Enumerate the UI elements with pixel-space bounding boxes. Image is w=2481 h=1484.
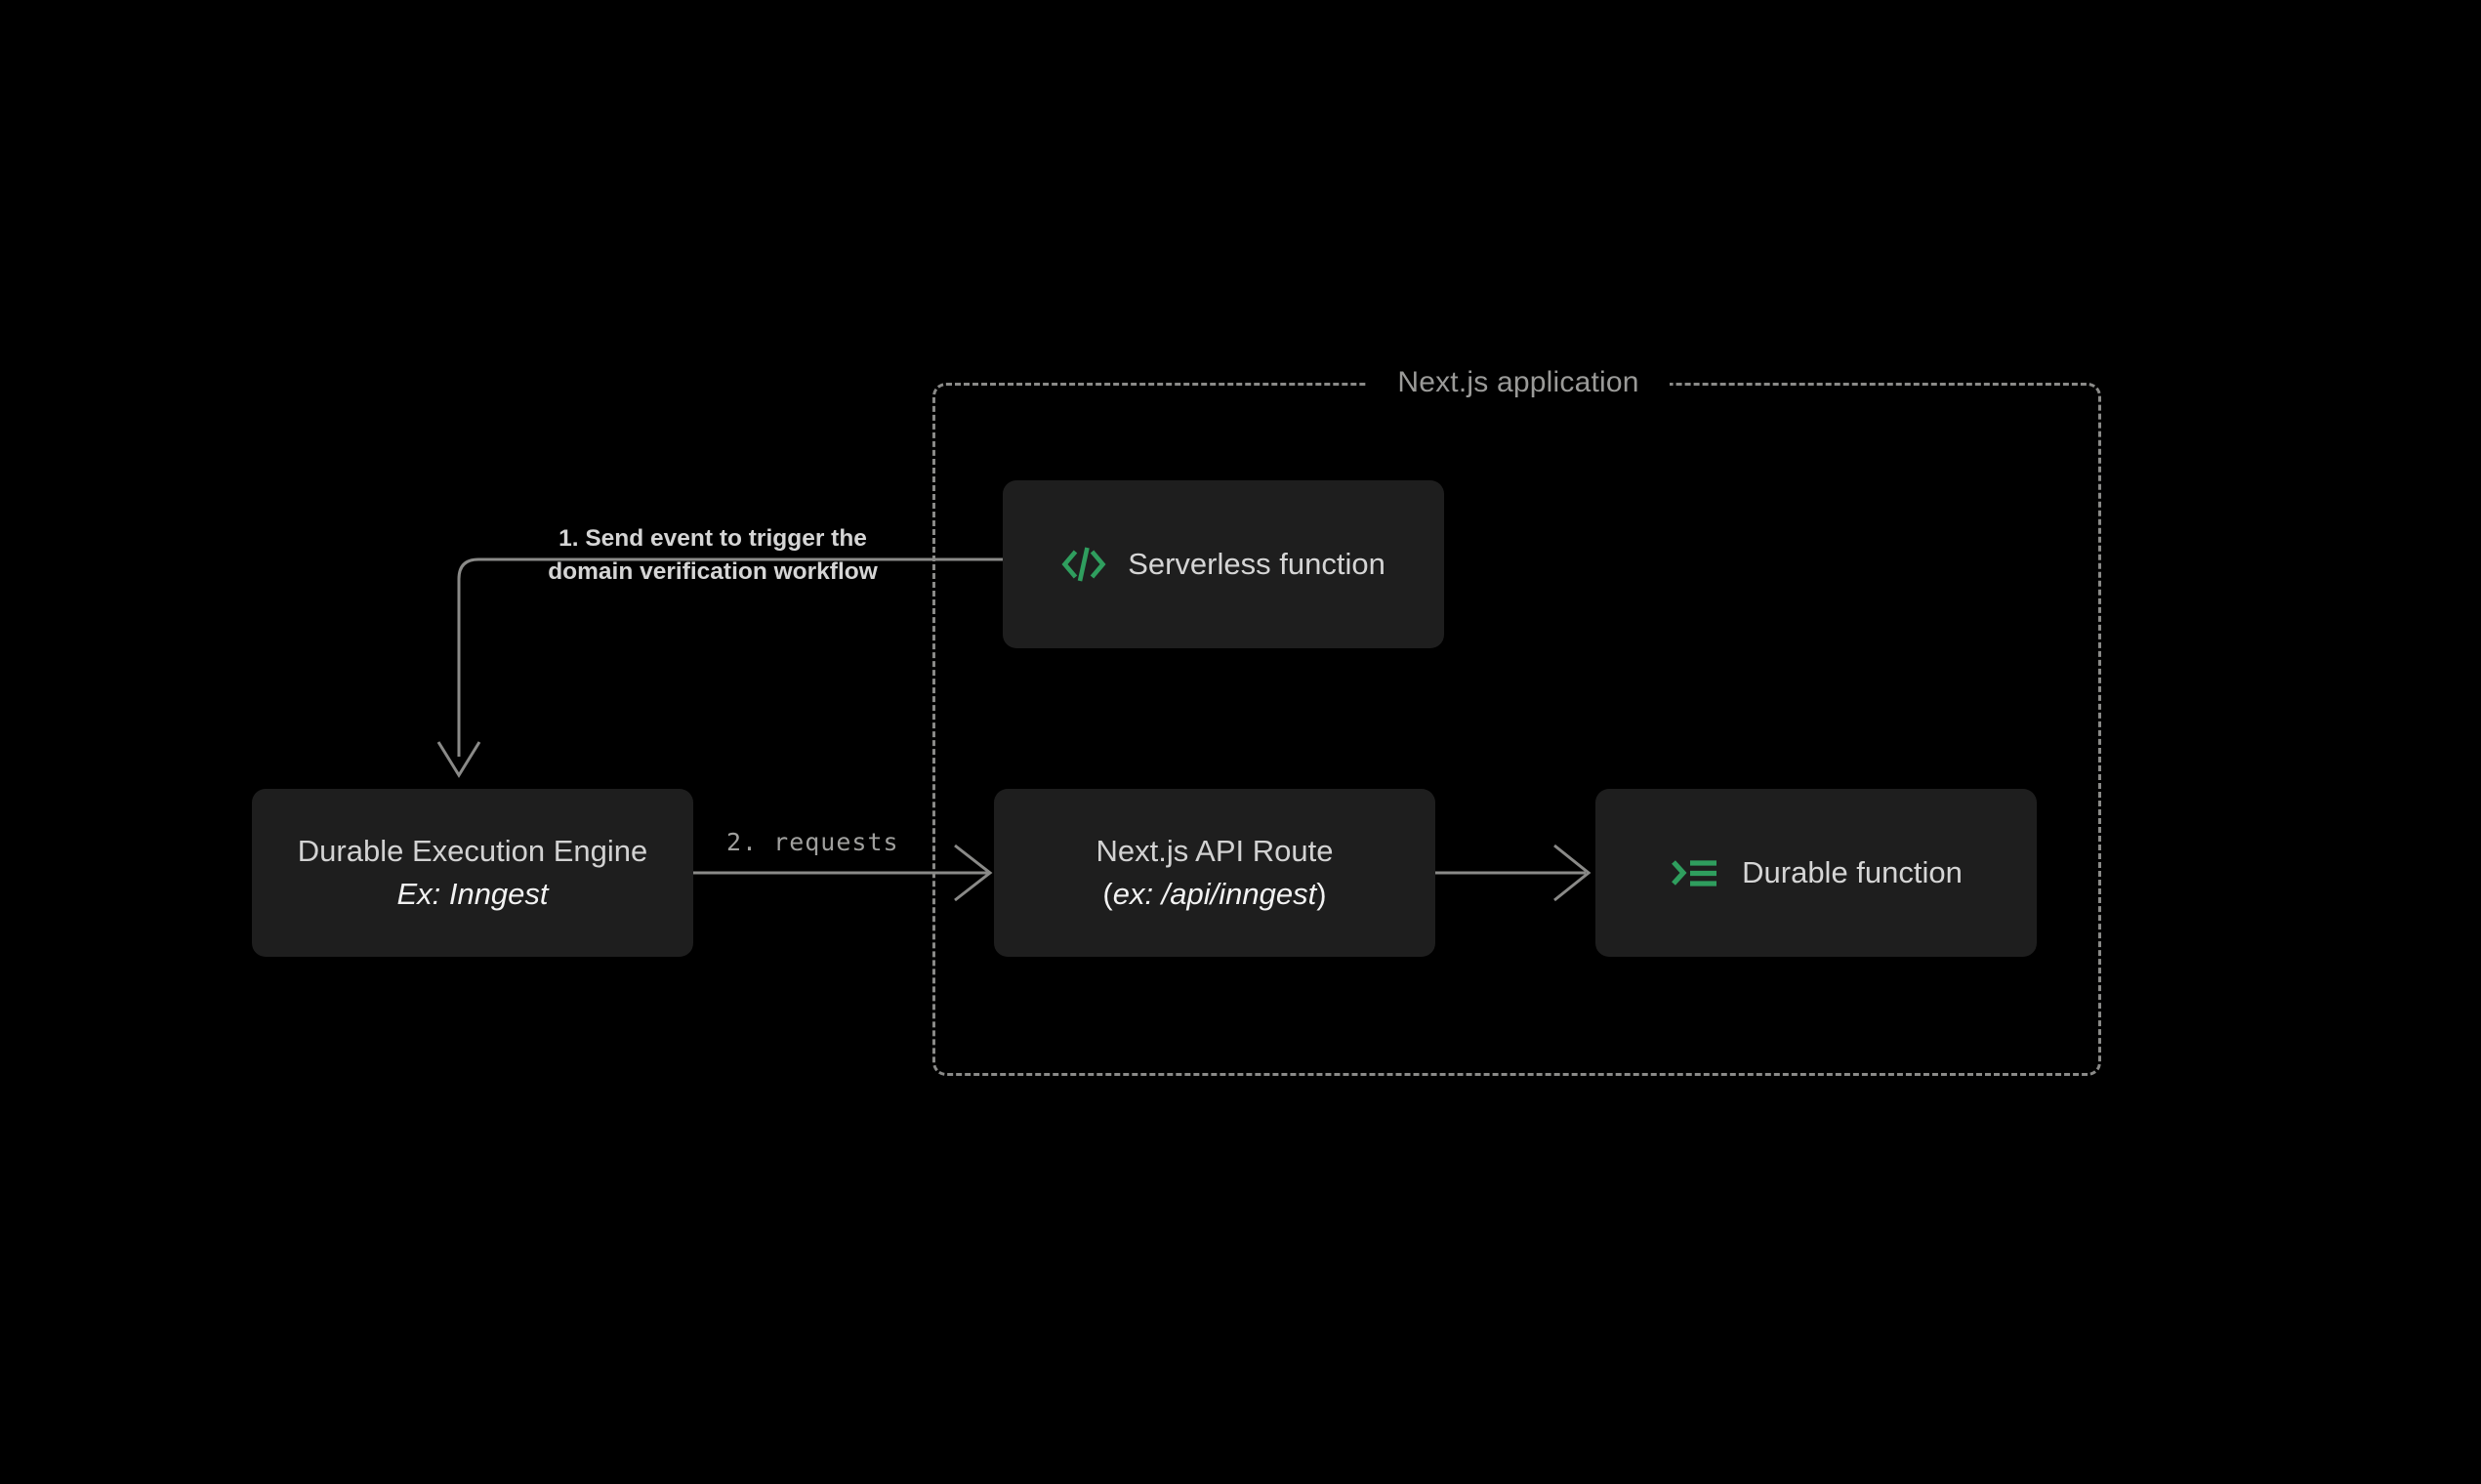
- edge-label-step-1: 1. Send event to trigger the domain veri…: [517, 522, 908, 589]
- terminal-prompt-icon: [1670, 854, 1720, 891]
- edge-label-step-1-line-1: 1. Send event to trigger the: [558, 525, 867, 552]
- card-serverless-function[interactable]: Serverless function: [1003, 480, 1444, 648]
- edge-label-step-2: 2. requests: [726, 828, 899, 856]
- card-durable-function-label: Durable function: [1742, 855, 1963, 889]
- card-nextjs-api-route-label: Next.js API Route: [1096, 833, 1334, 868]
- card-durable-execution-engine-label: Durable Execution Engine: [297, 833, 648, 868]
- edge-serverless-to-engine-arrowhead: [436, 741, 481, 778]
- edge-label-step-1-line-2: domain verification workflow: [548, 557, 878, 585]
- card-nextjs-api-route-paren-close: ): [1316, 877, 1327, 911]
- card-serverless-function-label: Serverless function: [1128, 547, 1385, 581]
- card-durable-function[interactable]: Durable function: [1595, 789, 2037, 957]
- card-nextjs-api-route-paren-open: (: [1102, 877, 1113, 911]
- app-title-border-gap: [1367, 367, 1670, 400]
- nextjs-application-title: Next.js application: [1397, 366, 1639, 398]
- card-durable-execution-engine-sublabel: Ex: Inngest: [396, 877, 549, 911]
- card-nextjs-api-route-path: ex: /api/inngest: [1112, 877, 1317, 911]
- card-nextjs-api-route[interactable]: Next.js API Route (ex: /api/inngest): [994, 789, 1435, 957]
- code-brackets-icon: [1061, 544, 1106, 585]
- card-nextjs-api-route-sublabel: (ex: /api/inngest): [1102, 873, 1326, 916]
- card-durable-execution-engine[interactable]: Durable Execution Engine Ex: Inngest: [252, 789, 693, 957]
- edge-serverless-to-engine: [457, 557, 1003, 757]
